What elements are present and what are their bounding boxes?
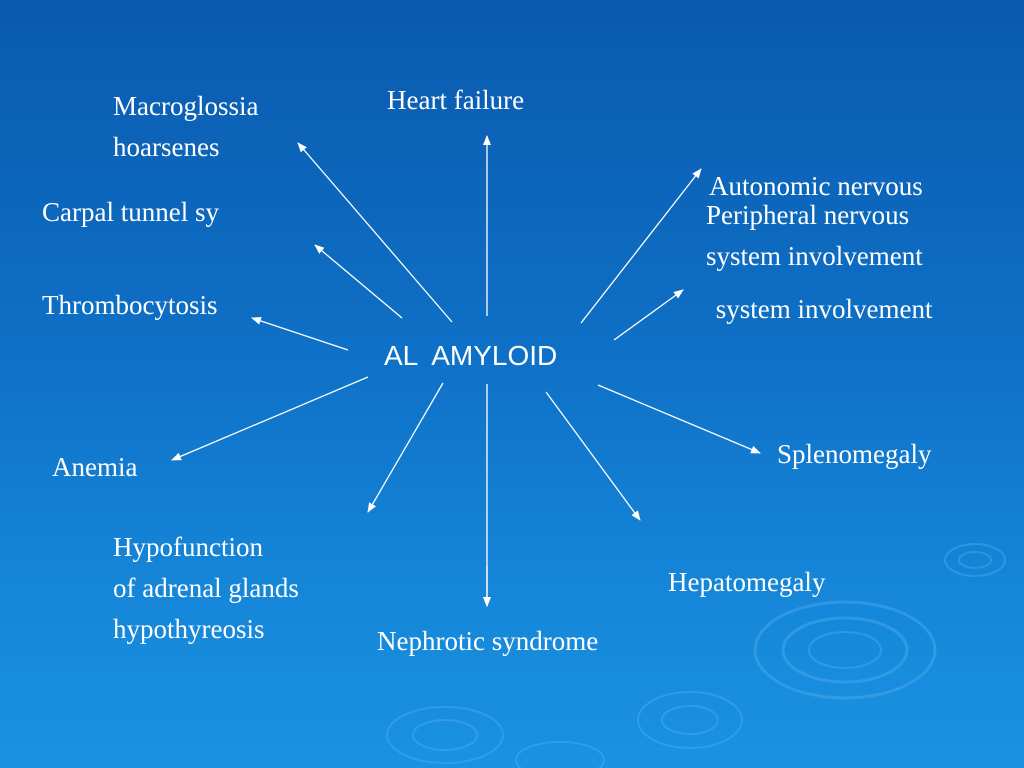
arrow-to-macroglossia	[297, 142, 453, 323]
node-hepatomegaly: Hepatomegaly	[668, 567, 826, 597]
arrow-to-hypofunction	[367, 382, 444, 513]
arrow-to-splenomegaly	[597, 384, 761, 454]
node-autonomic-line-2: system involvement	[709, 294, 933, 324]
node-splenomegaly: Splenomegaly	[777, 439, 932, 469]
arrow-to-peripheral-nervous	[613, 289, 684, 341]
node-macroglossia-line-2: hoarsenes	[113, 132, 220, 162]
node-hypofunction-line-3: hypothyreosis	[113, 614, 265, 644]
center-label-al-amyloid: AL AMYLOID	[384, 340, 558, 371]
arrow-to-anemia	[171, 376, 369, 461]
node-anemia: Anemia	[52, 452, 138, 482]
node-thrombocytosis: Thrombocytosis	[42, 290, 218, 320]
node-carpal-tunnel: Carpal tunnel sy	[42, 197, 219, 227]
node-macroglossia: Macroglossia hoarsenes	[113, 86, 258, 168]
arrow-to-autonomic-nervous	[580, 168, 702, 324]
node-nephrotic-syndrome: Nephrotic syndrome	[377, 626, 599, 656]
arrow-to-thrombocytosis	[251, 317, 349, 351]
node-peripheral-line-1: Peripheral nervous	[706, 200, 910, 230]
node-autonomic-line-1: Autonomic nervous	[709, 171, 923, 201]
node-autonomic-nervous: Autonomic nervous system involvement	[709, 84, 932, 412]
node-peripheral-nervous: Peripheral nervous system involvement	[706, 195, 923, 277]
node-heart-failure: Heart failure	[387, 85, 525, 115]
node-macroglossia-line-1: Macroglossia	[113, 91, 259, 121]
arrow-to-hepatomegaly	[545, 391, 641, 521]
node-peripheral-line-2: system involvement	[706, 241, 923, 271]
node-hypofunction-line-2: of adrenal glands	[113, 573, 299, 603]
node-hypofunction: Hypofunction of adrenal glands hypothyre…	[113, 527, 299, 650]
node-hypofunction-line-1: Hypofunction	[113, 532, 263, 562]
arrow-to-carpal-tunnel	[314, 244, 403, 319]
